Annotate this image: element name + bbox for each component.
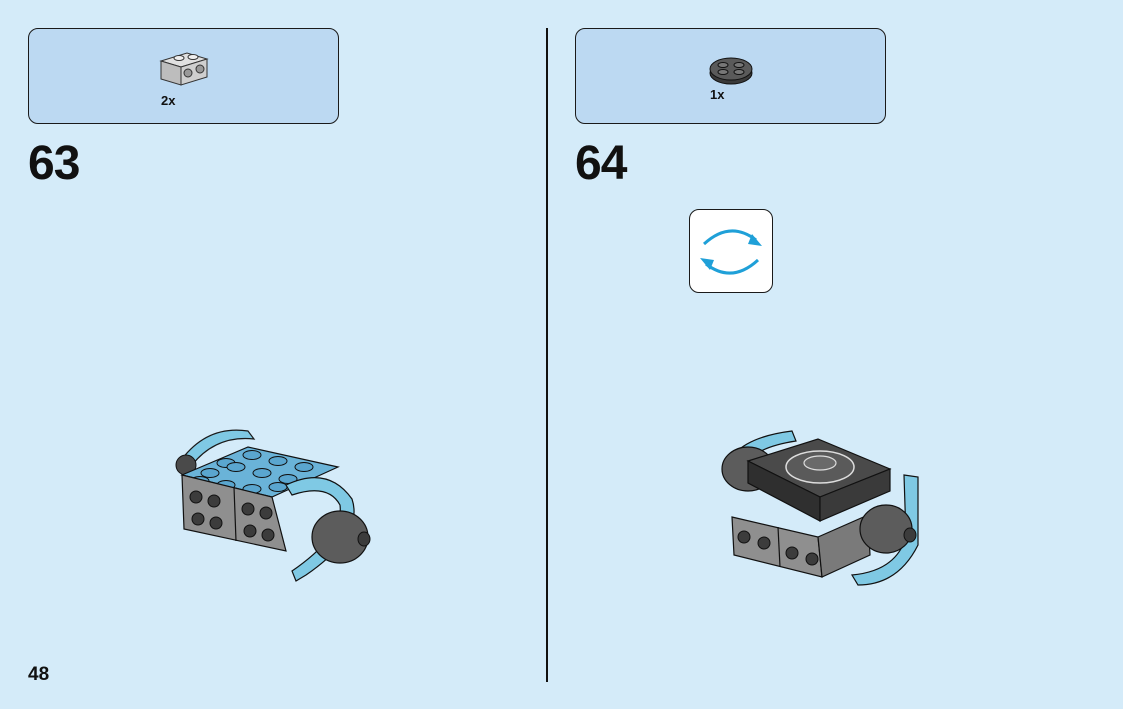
step-number-63: 63 bbox=[28, 137, 80, 190]
part-quantity: 1x bbox=[710, 87, 725, 102]
rotate-callout bbox=[689, 209, 773, 293]
step-64-parts-box: 1x bbox=[575, 28, 886, 124]
step-64-model-illustration bbox=[721, 430, 919, 586]
page-number: 48 bbox=[28, 664, 50, 685]
page-divider bbox=[546, 28, 548, 682]
dark-gray-round-plate-icon bbox=[709, 57, 753, 85]
step-63-parts-box: 2x bbox=[28, 28, 339, 124]
light-gray-brick-icon bbox=[159, 52, 209, 86]
step-63-model-illustration bbox=[175, 429, 371, 582]
part-quantity: 2x bbox=[161, 93, 176, 108]
rotate-icon bbox=[700, 229, 762, 275]
step-number-64: 64 bbox=[575, 137, 627, 190]
